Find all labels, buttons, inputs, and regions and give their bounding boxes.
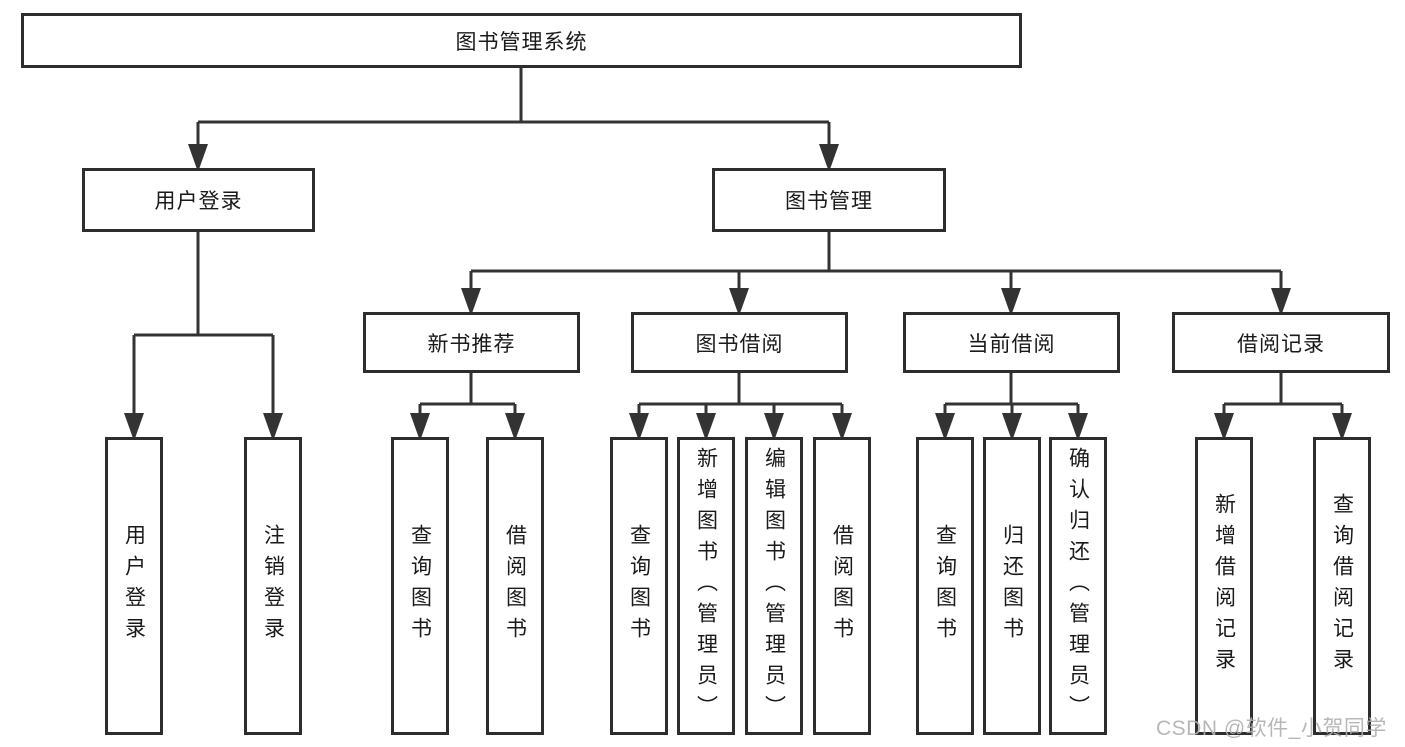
leaf-confirm-return-admin: 确认归还（管理员） <box>1049 437 1107 735</box>
leaf-borrow-books-recommend: 借阅图书 <box>486 437 544 735</box>
leaf-query-books-current: 查询图书 <box>916 437 974 735</box>
node-new-book-recommend: 新书推荐 <box>363 312 580 373</box>
leaf-logout: 注销登录 <box>244 437 302 735</box>
leaf-query-books-borrow: 查询图书 <box>610 437 668 735</box>
leaf-add-borrow-record: 新增借阅记录 <box>1195 437 1253 735</box>
leaf-user-login: 用户登录 <box>105 437 163 735</box>
node-current-borrow: 当前借阅 <box>903 312 1120 373</box>
leaf-query-borrow-record: 查询借阅记录 <box>1313 437 1371 735</box>
node-book-borrow: 图书借阅 <box>631 312 848 373</box>
leaf-add-books-admin: 新增图书（管理员） <box>677 437 735 735</box>
leaf-query-books-recommend: 查询图书 <box>391 437 449 735</box>
leaf-return-books: 归还图书 <box>983 437 1041 735</box>
csdn-watermark: CSDN @软件_小贺同学 <box>1156 717 1387 740</box>
node-book-management: 图书管理 <box>712 168 946 232</box>
node-user-login: 用户登录 <box>82 168 315 232</box>
node-root-library-system: 图书管理系统 <box>21 13 1022 68</box>
node-borrow-records: 借阅记录 <box>1172 312 1390 373</box>
leaf-edit-books-admin: 编辑图书（管理员） <box>745 437 803 735</box>
leaf-borrow-books: 借阅图书 <box>813 437 871 735</box>
